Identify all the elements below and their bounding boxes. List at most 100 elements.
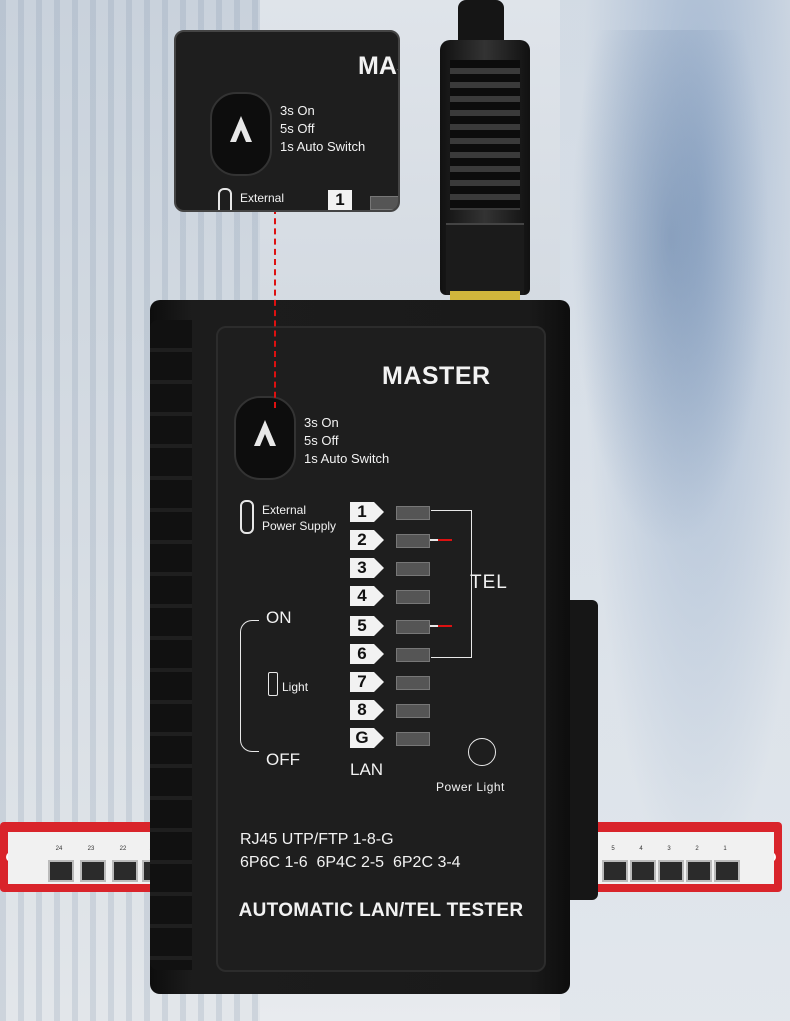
light-off-label: OFF [266,750,300,769]
mode-line: 1s Auto Switch [280,139,366,154]
spec-text: RJ45 UTP/FTP 1-8-G 6P6C 1-6 6P4C 2-5 6P2… [240,828,461,874]
tel-connector [430,539,444,541]
rj45-port [630,860,656,882]
channel-row: 7 [350,672,490,694]
channel-led [396,506,430,520]
zoom-channel-led [370,196,398,210]
channel-number: G [350,728,384,748]
zoom-mode-instructions: 3s On 5s Off 1s Auto Switch [280,102,365,156]
channel-row: G [350,728,490,750]
brand-logo-icon [254,420,276,446]
pair-indicator-red [438,625,452,627]
channel-number: 3 [350,558,384,578]
plug-tip [446,223,524,295]
power-light-icon [468,738,496,766]
channel-row: 5 [350,616,490,638]
port-number: 1 [723,846,727,852]
spec-line: RJ45 UTP/FTP 1-8-G [240,831,394,848]
rj45-port [80,860,106,882]
mode-line: 3s On [304,415,339,430]
device-footer-title: AUTOMATIC LAN/TEL TESTER [238,900,524,921]
device-side-clip [570,600,598,900]
rj45-plug [440,40,530,301]
usb-c-port-icon [218,188,232,210]
channel-led [396,562,430,576]
port-number: 5 [611,846,615,852]
light-switch-brace [240,620,259,752]
usb-c-port-icon [240,500,254,534]
channel-row: 2 [350,530,490,552]
brand-logo-inner [236,130,246,142]
channel-row: 6 [350,644,490,666]
channel-led [396,676,430,690]
channel-number: 2 [350,530,384,550]
channel-led [396,732,430,746]
rj45-port [112,860,138,882]
channel-led [396,620,430,634]
patch-panel-left: 24 23 22 21 [0,822,170,892]
port-number: 22 [119,846,127,852]
zoom-title: MAS [358,52,398,80]
brand-logo-icon [230,116,252,142]
cable-tester-device: MASTER 3s On 5s Off 1s Auto Switch Exter… [150,300,570,994]
mode-line: 5s Off [280,121,315,136]
brand-logo-inner [260,434,270,446]
mode-instructions: 3s On 5s Off 1s Auto Switch [304,414,389,468]
zoom-indicator-line [274,208,276,408]
tel-bracket [431,510,472,658]
tel-label: TEL [470,572,508,593]
channel-row: 3 [350,558,490,580]
external-power-label: External Power Supply [262,502,336,534]
light-on-label: ON [266,608,292,627]
external-power-line: External [262,503,307,517]
port-number: 3 [667,846,671,852]
rj45-port [714,860,740,882]
rj45-port [602,860,628,882]
device-title: MASTER [382,362,491,390]
channel-number: 5 [350,616,384,636]
plug-contacts [450,291,520,301]
channel-number: 4 [350,586,384,606]
zoom-inset: MAS 3s On 5s Off 1s Auto Switch External… [174,30,400,212]
zoom-channel-number: 1 [328,190,352,210]
zoom-mode-button [210,92,272,176]
external-power-line: Power Supply [262,519,337,533]
background-technician [570,30,770,550]
channel-led [396,704,430,718]
channel-number: 7 [350,672,384,692]
port-number: 24 [55,846,63,852]
light-label: Light [282,680,309,694]
mode-line: 5s Off [304,433,339,448]
rj45-port [658,860,684,882]
port-number: 2 [695,846,699,852]
mode-line: 3s On [280,103,315,118]
channel-number: 8 [350,700,384,720]
channel-led [396,534,430,548]
channel-row: 1 [350,502,490,524]
rj45-port [48,860,74,882]
mode-line: 1s Auto Switch [304,451,390,466]
device-front-panel: MASTER 3s On 5s Off 1s Auto Switch Exter… [216,326,546,972]
port-number: 4 [639,846,643,852]
channel-led [396,590,430,604]
plug-grip [450,60,520,210]
zoom-external-label: External [240,191,285,205]
channel-row: 8 [350,700,490,722]
port-number: 23 [87,846,95,852]
channel-number: 1 [350,502,384,522]
channel-row: 4 [350,586,490,608]
patch-panel-strip: 24 23 22 21 [8,832,168,884]
channel-number: 6 [350,644,384,664]
power-light-label: Power Light [436,780,505,794]
patch-panel-right: 5 4 3 2 1 [590,822,782,892]
flashlight-icon [268,672,278,696]
rj45-port [686,860,712,882]
tel-connector [430,625,444,627]
mode-button[interactable] [234,396,296,480]
lan-label: LAN [350,760,384,779]
spec-line: 6P6C 1-6 6P4C 2-5 6P2C 3-4 [240,854,461,871]
pair-indicator-red [438,539,452,541]
patch-panel-strip: 5 4 3 2 1 [598,832,774,884]
channel-led [396,648,430,662]
device-side-grip [150,320,192,970]
